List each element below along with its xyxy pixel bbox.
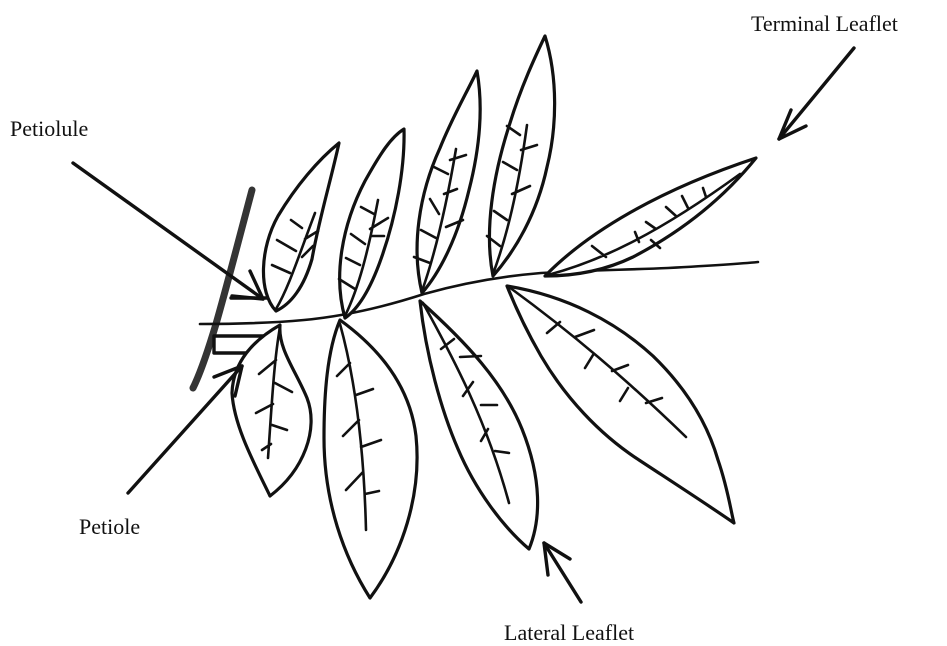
lateral-leaflet-lower-4 (507, 286, 734, 523)
lateral-leaflet-upper-3 (417, 71, 480, 293)
lateral-leaflet-lower-2 (324, 320, 417, 598)
label-petiole: Petiole (79, 514, 140, 539)
lateral-leaflet-lower-3 (420, 301, 538, 549)
label-terminal-leaflet: Terminal Leaflet (751, 11, 898, 36)
label-petiolule: Petiolule (10, 116, 88, 141)
arrow-petiolule (73, 163, 263, 299)
label-lateral-leaflet: Lateral Leaflet (504, 620, 634, 645)
arrow-lateral-leaflet (544, 543, 581, 602)
arrow-terminal-leaflet (779, 48, 854, 139)
arrow-petiole (128, 366, 242, 493)
lateral-leaflet-upper-2 (340, 129, 404, 318)
terminal-leaflet (545, 158, 756, 276)
